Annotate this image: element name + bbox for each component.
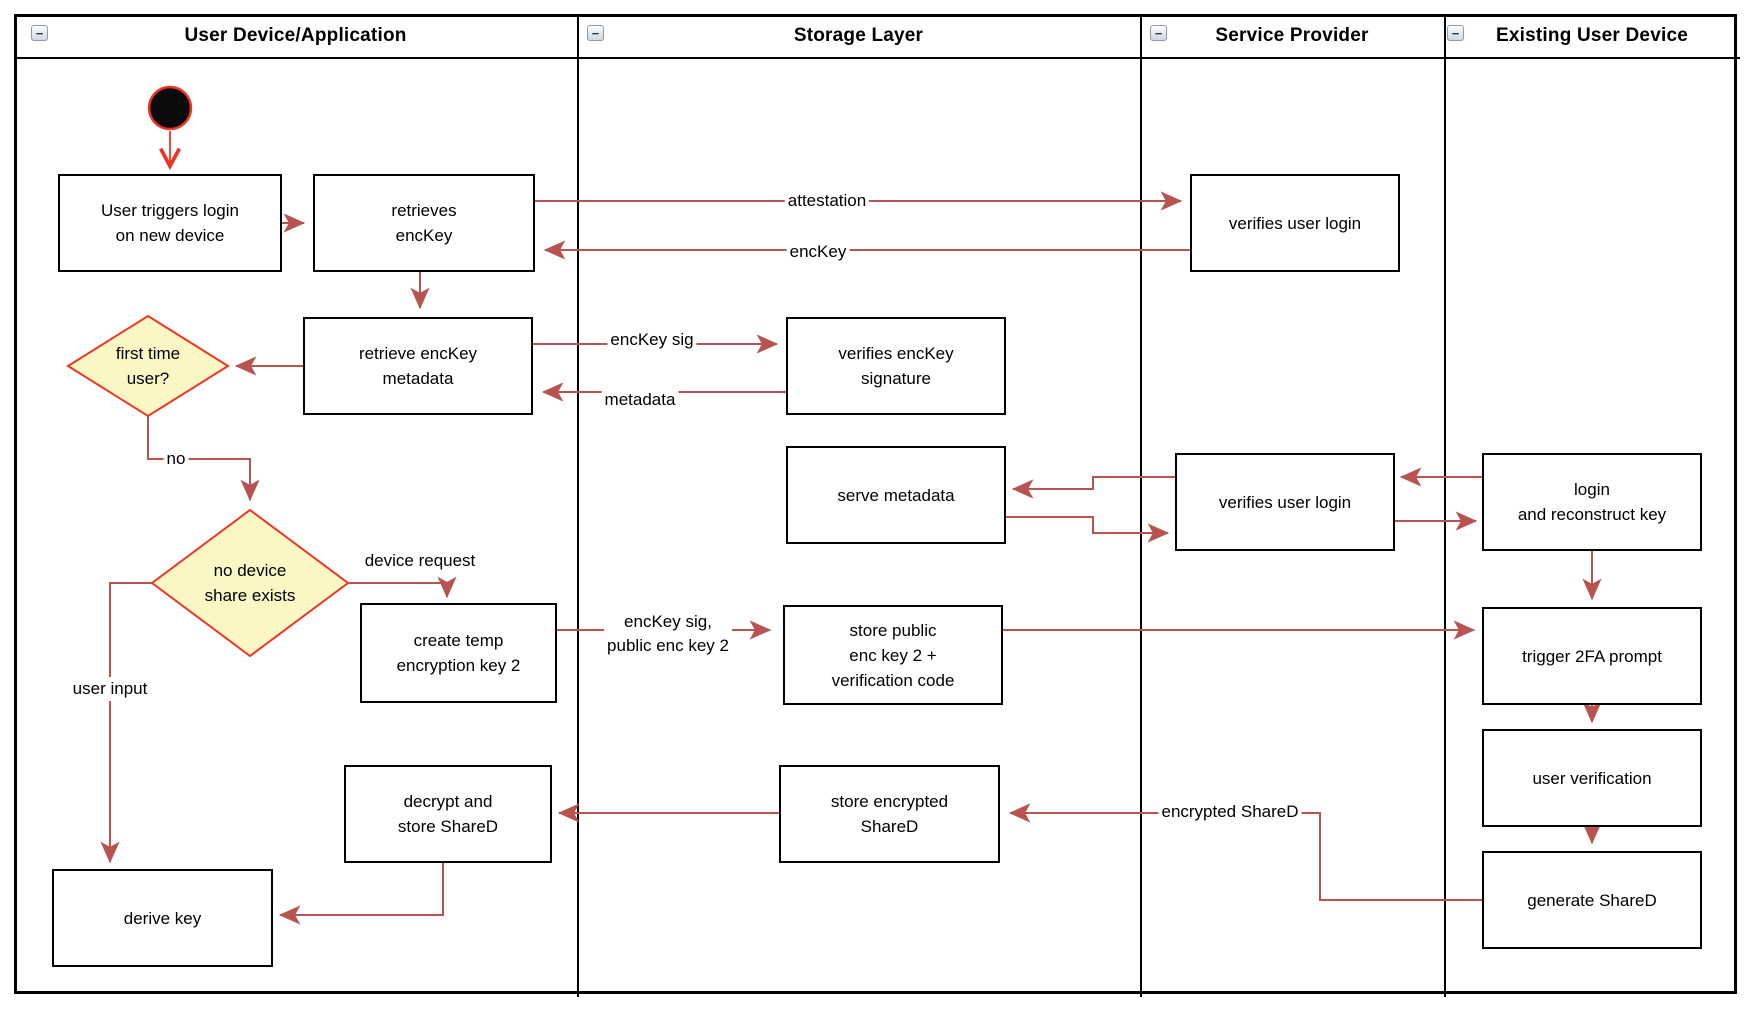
decision-first-time-user[interactable]: [66, 314, 230, 418]
node-generate-shared[interactable]: generate ShareD: [1482, 851, 1702, 949]
edge-label-user-input: user input: [69, 677, 151, 701]
edge-user-input: [100, 582, 152, 864]
decision-no-device-share[interactable]: [150, 508, 350, 658]
node-user-verification[interactable]: user verification: [1482, 729, 1702, 827]
lane-divider-1: [577, 14, 579, 997]
decision-label-no-device-share: no device share exists: [204, 561, 296, 605]
pool-border: [14, 14, 1737, 994]
node-store-public-enc-key[interactable]: store public enc key 2 + verification co…: [783, 605, 1003, 705]
node-retrieves-enckey[interactable]: retrieves encKey: [313, 174, 535, 272]
edge-label-metadata: metadata: [601, 388, 679, 412]
node-verifies-user-login-1[interactable]: verifies user login: [1190, 174, 1400, 272]
edge-label-enckey-sig-public: encKey sig, public enc key 2: [604, 610, 732, 658]
lane-divider-3: [1444, 14, 1446, 997]
collapse-lane-icon[interactable]: −: [31, 25, 48, 41]
lane-title-existing-user-device[interactable]: Existing User Device: [1496, 25, 1688, 46]
node-serve-metadata[interactable]: serve metadata: [786, 446, 1006, 544]
node-derive-key[interactable]: derive key: [52, 869, 273, 967]
edge-serve-metadata-to-verifies2: [1006, 516, 1170, 543]
lane-title-storage-layer[interactable]: Storage Layer: [793, 25, 924, 46]
lane-header-divider: [14, 57, 1740, 59]
edge-label-attestation: attestation: [784, 189, 870, 213]
node-user-triggers-login[interactable]: User triggers login on new device: [58, 174, 282, 272]
edge-no-branch: [147, 416, 260, 502]
node-verifies-enckey-signature[interactable]: verifies encKey signature: [786, 317, 1006, 415]
edge-label-device-request: device request: [361, 549, 479, 573]
edge-encrypted-shared: [1008, 803, 1482, 901]
decision-label-first-time-user: first time user?: [115, 344, 181, 388]
edge-decrypt-to-derive: [278, 863, 444, 925]
edge-label-encrypted-shared: encrypted ShareD: [1158, 800, 1302, 824]
edge-label-enckey: encKey: [786, 240, 850, 264]
edge-label-enckey-sig: encKey sig: [607, 328, 697, 352]
lane-title-user-device[interactable]: User Device/Application: [184, 25, 407, 46]
start-node[interactable]: [147, 85, 193, 131]
lane-title-service-provider[interactable]: Service Provider: [1215, 25, 1369, 46]
node-store-encrypted-shared[interactable]: store encrypted ShareD: [779, 765, 1000, 863]
lane-divider-2: [1140, 14, 1142, 997]
collapse-lane-icon[interactable]: −: [1447, 25, 1464, 41]
node-create-temp-encryption-key[interactable]: create temp encryption key 2: [360, 603, 557, 703]
node-login-and-reconstruct-key[interactable]: login and reconstruct key: [1482, 453, 1702, 551]
node-verifies-user-login-2[interactable]: verifies user login: [1175, 453, 1395, 551]
collapse-lane-icon[interactable]: −: [1150, 25, 1167, 41]
edge-label-no: no: [163, 447, 189, 471]
edge-device-request: [348, 576, 457, 599]
node-trigger-2fa-prompt[interactable]: trigger 2FA prompt: [1482, 607, 1702, 705]
collapse-lane-icon[interactable]: −: [587, 25, 604, 41]
edge-verifies2-to-serve-metadata: [1011, 476, 1175, 499]
node-retrieve-enckey-metadata[interactable]: retrieve encKey metadata: [303, 317, 533, 415]
node-decrypt-and-store-shared[interactable]: decrypt and store ShareD: [344, 765, 552, 863]
